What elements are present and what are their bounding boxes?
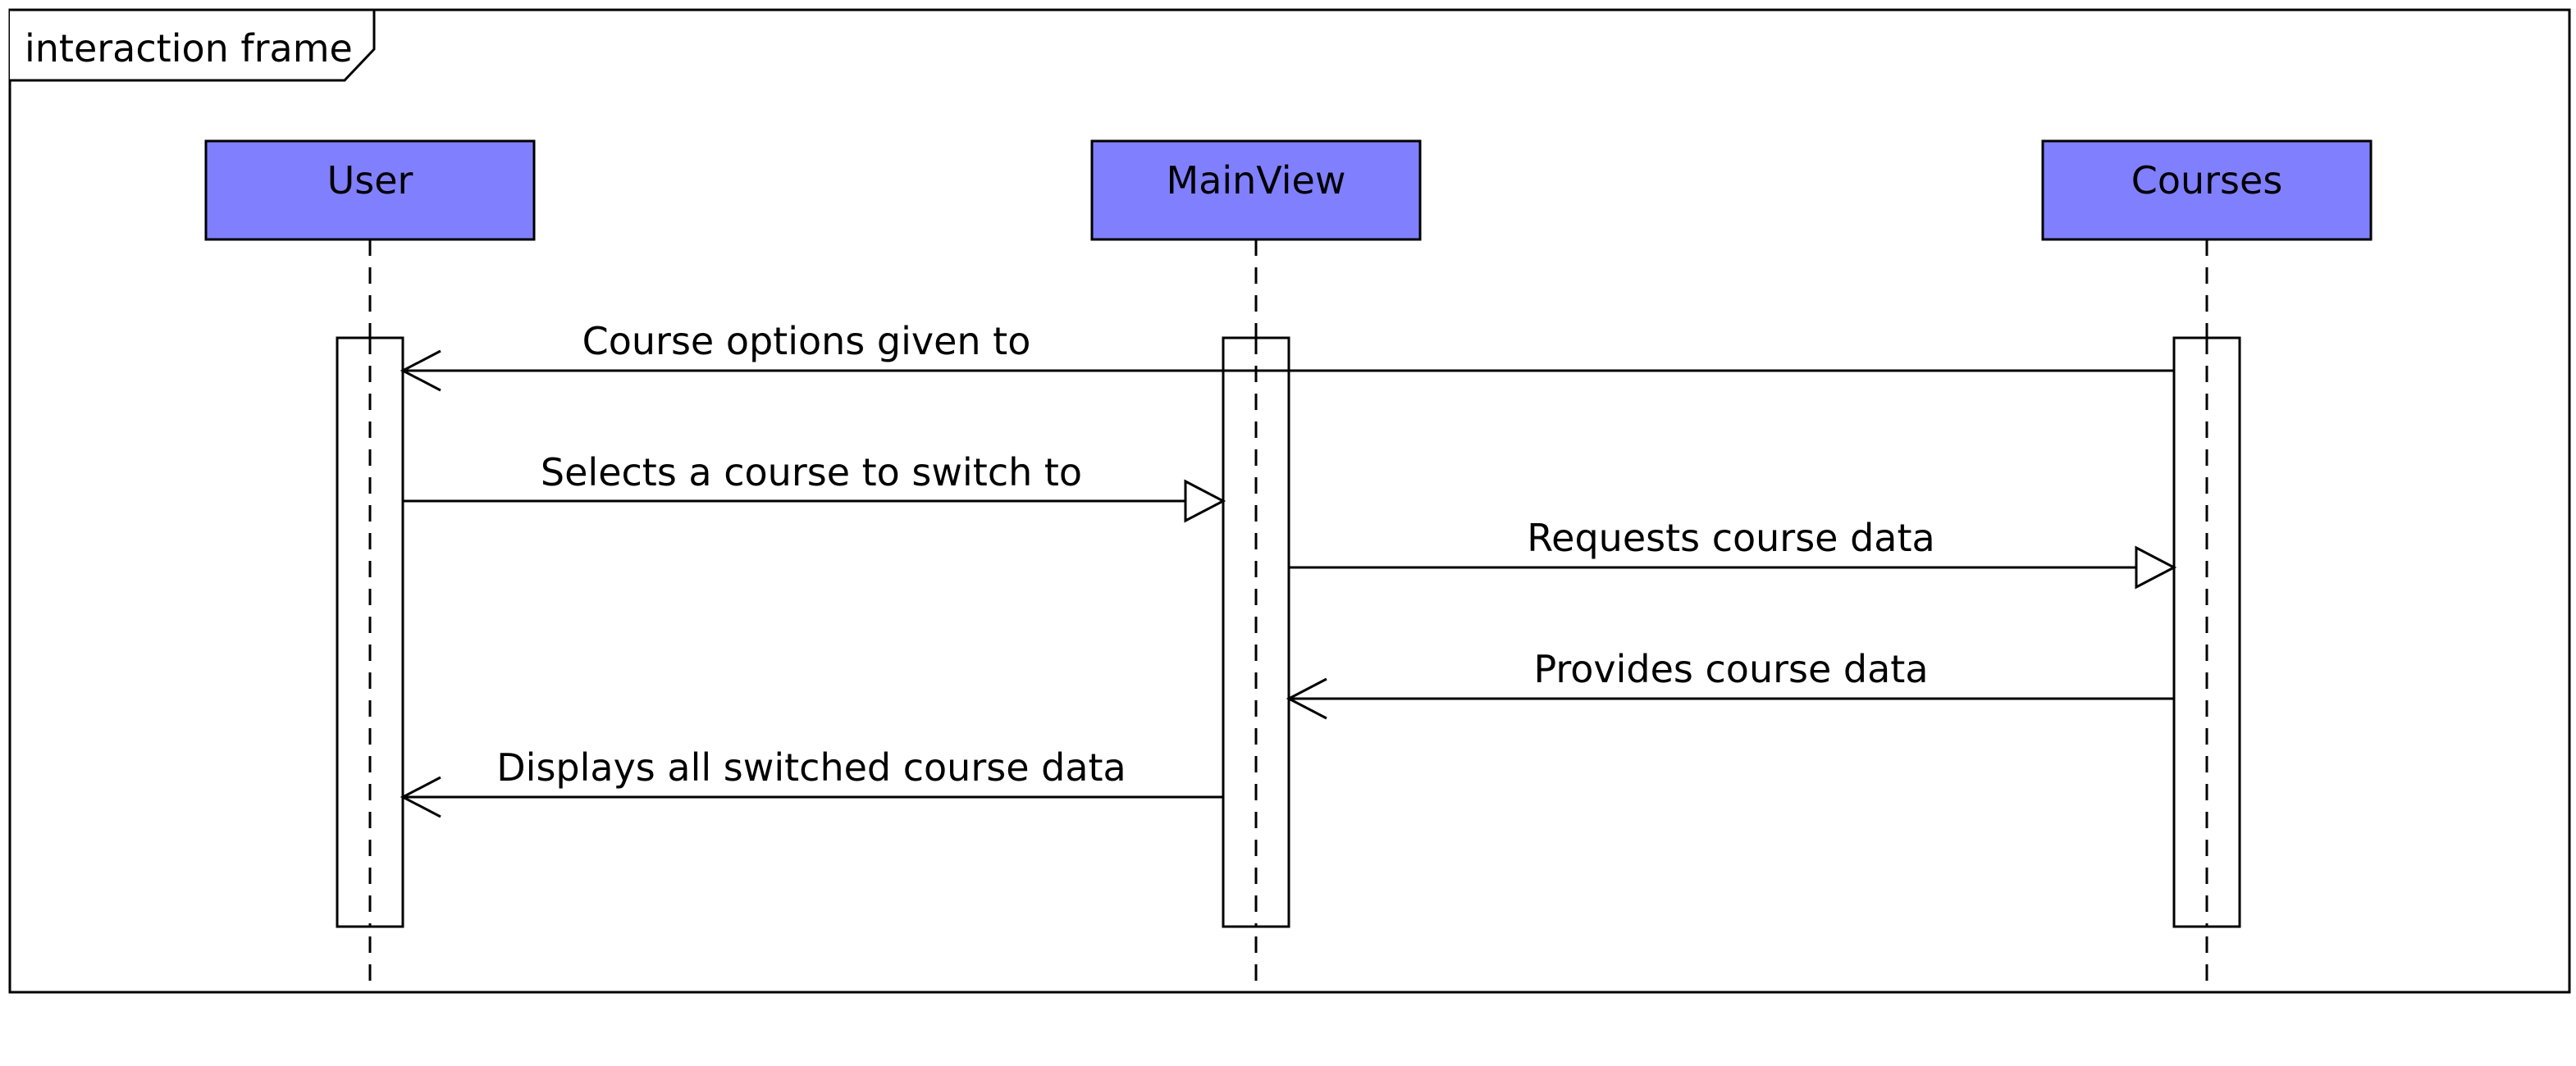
actor-box-user	[204, 139, 536, 241]
actor-label-mainview: MainView	[1167, 158, 1346, 203]
frame-label: interaction frame	[25, 26, 353, 71]
message-selects-course: Selects a course to switch to	[403, 450, 1226, 523]
actor-user: User	[204, 139, 536, 992]
actor-label-user: User	[327, 158, 413, 203]
message-label: Requests course data	[1527, 516, 1934, 560]
message-displays-data: Displays all switched course data	[400, 745, 1223, 818]
message-course-options: Course options given to	[400, 319, 2174, 392]
open-arrowhead	[400, 349, 441, 392]
message-label: Course options given to	[582, 319, 1031, 363]
actor-box-courses	[2041, 139, 2373, 241]
message-requests-data: Requests course data	[1289, 516, 2177, 590]
hollow-triangle-arrowhead	[1184, 479, 1226, 523]
message-label: Selects a course to switch to	[541, 450, 1082, 494]
message-label: Displays all switched course data	[496, 745, 1126, 790]
open-arrowhead	[400, 776, 441, 818]
message-provides-data: Provides course data	[1286, 647, 2174, 720]
hollow-triangle-arrowhead	[2135, 545, 2177, 590]
open-arrowhead	[1286, 677, 1327, 720]
actor-label-courses: Courses	[2131, 158, 2283, 203]
actor-courses: Courses	[2041, 139, 2373, 992]
message-label: Provides course data	[1533, 647, 1928, 691]
frame-label-tab	[10, 8, 376, 82]
interaction-frame	[8, 8, 2571, 994]
actor-box-mainview	[1090, 139, 1422, 241]
actor-mainview: MainView	[1090, 139, 1422, 992]
